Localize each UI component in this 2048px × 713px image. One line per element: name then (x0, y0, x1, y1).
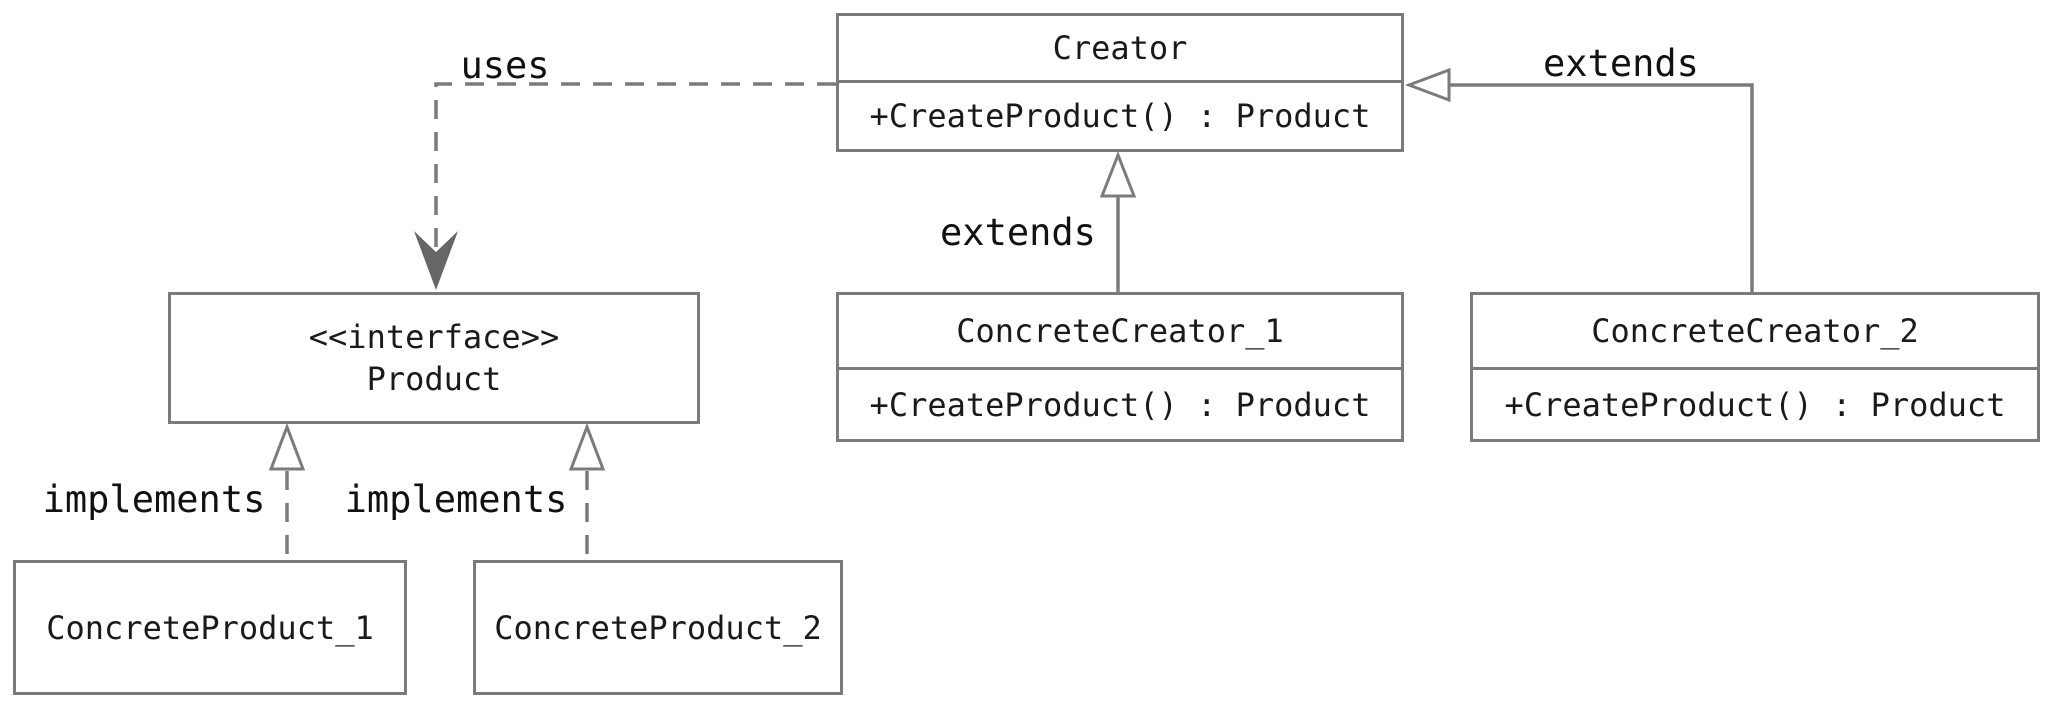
class-box-concrete-creator-2: ConcreteCreator_2 +CreateProduct() : Pro… (1470, 292, 2040, 442)
implements-1-triangle-arrowhead-icon (268, 422, 306, 471)
implements-2-triangle-arrowhead-icon (568, 422, 606, 471)
class-title: ConcreteCreator_1 (839, 295, 1401, 370)
class-title: ConcreteCreator_2 (1473, 295, 2037, 370)
edge-label-uses: uses (460, 44, 550, 87)
class-box-creator: Creator +CreateProduct() : Product (836, 13, 1404, 152)
class-title: ConcreteProduct_1 (46, 608, 374, 647)
extends-2-triangle-arrowhead-icon (1404, 67, 1451, 103)
class-box-concrete-product-1: ConcreteProduct_1 (13, 560, 407, 695)
extends-2-connector-line (1449, 83, 1754, 292)
edge-label-extends-2: extends (1543, 42, 1699, 85)
class-title: ConcreteProduct_2 (494, 608, 822, 647)
interface-stereotype: <<interface>> (308, 318, 560, 356)
edge-label-extends-1: extends (940, 211, 1096, 254)
uses-arrowhead-icon (414, 231, 458, 290)
class-title: Product (366, 360, 502, 398)
class-box-concrete-creator-1: ConcreteCreator_1 +CreateProduct() : Pro… (836, 292, 1404, 442)
interface-box-product: <<interface>> Product (168, 292, 700, 424)
edge-label-implements-2: implements (344, 478, 568, 521)
class-method: +CreateProduct() : Product (869, 385, 1371, 424)
extends-1-triangle-arrowhead-icon (1099, 150, 1137, 198)
class-method: +CreateProduct() : Product (1504, 385, 2006, 424)
class-method: +CreateProduct() : Product (869, 97, 1371, 135)
class-box-concrete-product-2: ConcreteProduct_2 (473, 560, 843, 695)
class-title: Creator (839, 16, 1401, 83)
uses-connector-line (434, 82, 836, 278)
edge-label-implements-1: implements (42, 478, 266, 521)
